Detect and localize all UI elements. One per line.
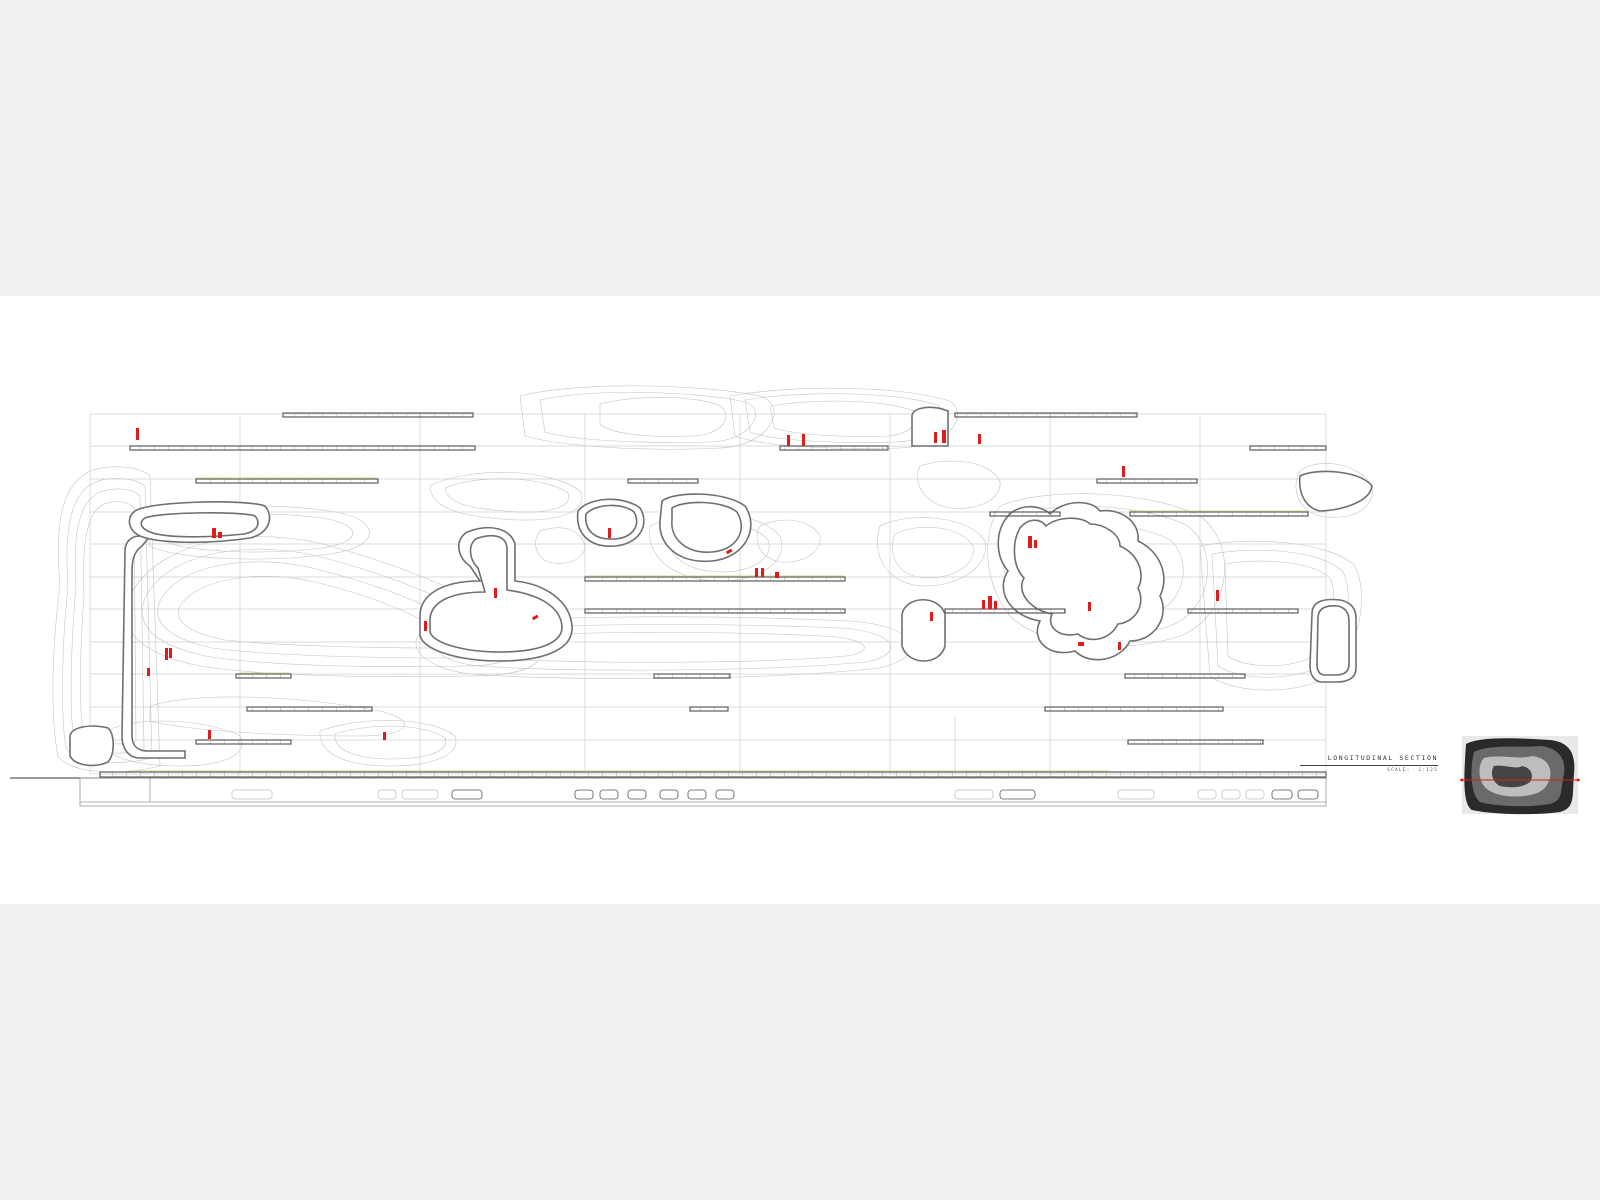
longitudinal-section-drawing	[10, 385, 1373, 807]
key-plan-thumbnail-icon	[1460, 736, 1580, 815]
drawing-sheet: LONGITUDINAL SECTION SCALE: 1:125	[0, 296, 1600, 904]
cave-voids	[69, 406, 1373, 767]
scale-text: SCALE	[1387, 768, 1407, 773]
title-underline	[1300, 765, 1438, 766]
title-block: LONGITUDINAL SECTION SCALE: 1:125	[1300, 754, 1438, 773]
floor-slabs	[10, 412, 1327, 779]
slab-accents	[130, 477, 1308, 772]
drawing-title: LONGITUDINAL SECTION	[1327, 754, 1438, 762]
parking-level	[79, 777, 1327, 807]
scale-label: SCALE: 1:125	[1387, 768, 1438, 773]
scale-value: 1:125	[1418, 768, 1438, 773]
human-figures	[136, 428, 1219, 740]
